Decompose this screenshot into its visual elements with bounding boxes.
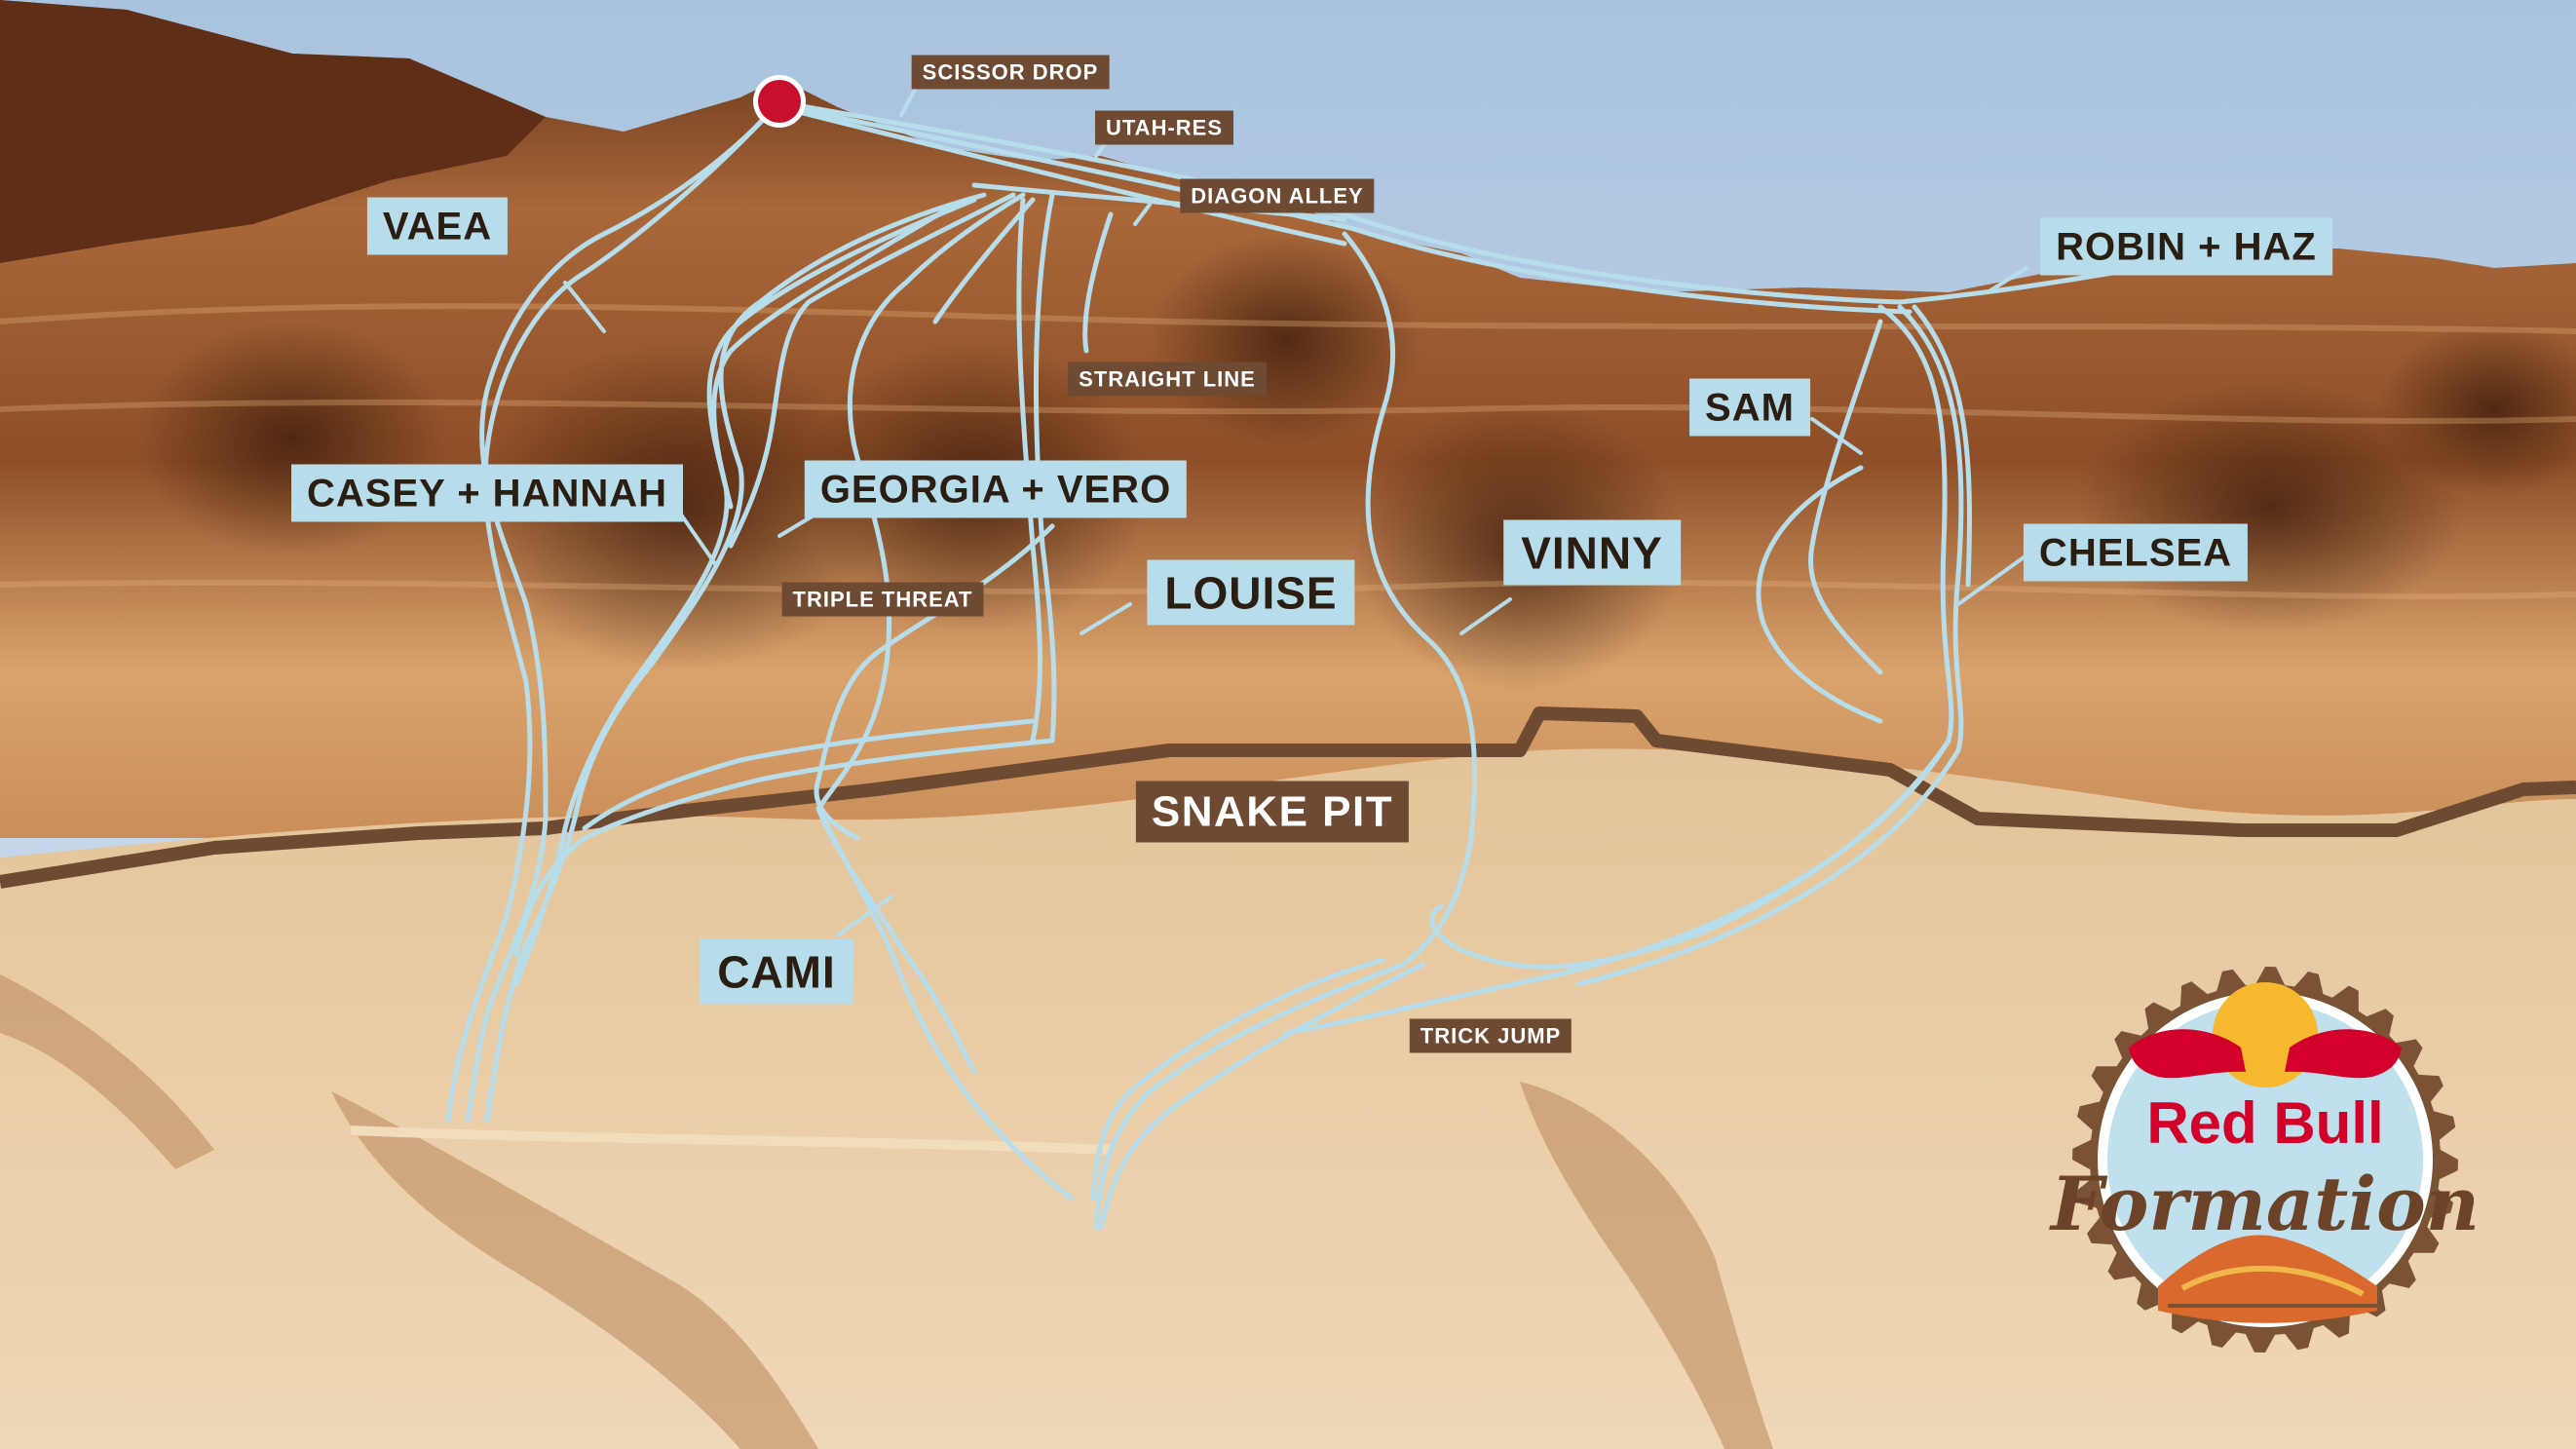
feature-label-snake-pit: SNAKE PIT (1135, 781, 1410, 843)
desert-ravines (0, 974, 1773, 1449)
left-mesa (0, 0, 546, 263)
start-point-marker (753, 75, 806, 128)
rider-label-chelsea: CHELSEA (2023, 523, 2249, 582)
logo-mesa-icon (2158, 1235, 2382, 1323)
feature-label-trick-jump: TRICK JUMP (1409, 1018, 1572, 1053)
rider-lines (445, 99, 2127, 1231)
feature-label-diagon-alley: DIAGON ALLEY (1180, 178, 1375, 213)
dirt-trail (350, 1125, 1112, 1155)
rider-label-louise: LOUISE (1147, 559, 1355, 626)
feature-label-scissor-drop: SCISSOR DROP (911, 55, 1110, 90)
logo-brand-text: Red Bull (2146, 1090, 2383, 1156)
feature-label-straight-line: STRAIGHT LINE (1068, 362, 1267, 397)
red-bull-formation-logo: Red Bull Formation (2049, 967, 2480, 1353)
rider-label-georgia-vero: GEORGIA + VERO (804, 460, 1188, 518)
rider-label-sam: SAM (1689, 378, 1810, 437)
rider-label-robin-haz: ROBIN + HAZ (2040, 217, 2332, 276)
logo-event-text: Formation (2049, 1161, 2480, 1247)
logo-bull-icon (2129, 1029, 2402, 1079)
rider-label-vinny: VINNY (1503, 519, 1681, 586)
feature-label-triple-threat: TRIPLE THREAT (781, 582, 984, 617)
feature-label-utah-res: UTAH-RES (1094, 110, 1234, 145)
rider-label-vaea: VAEA (366, 197, 509, 255)
rider-label-casey-hannah: CASEY + HANNAH (291, 464, 683, 522)
rock-strata (0, 303, 2576, 600)
snake-pit-boundary (0, 706, 2576, 889)
cliff-shadow (2377, 322, 2576, 497)
rider-label-cami: CAMI (700, 938, 853, 1005)
